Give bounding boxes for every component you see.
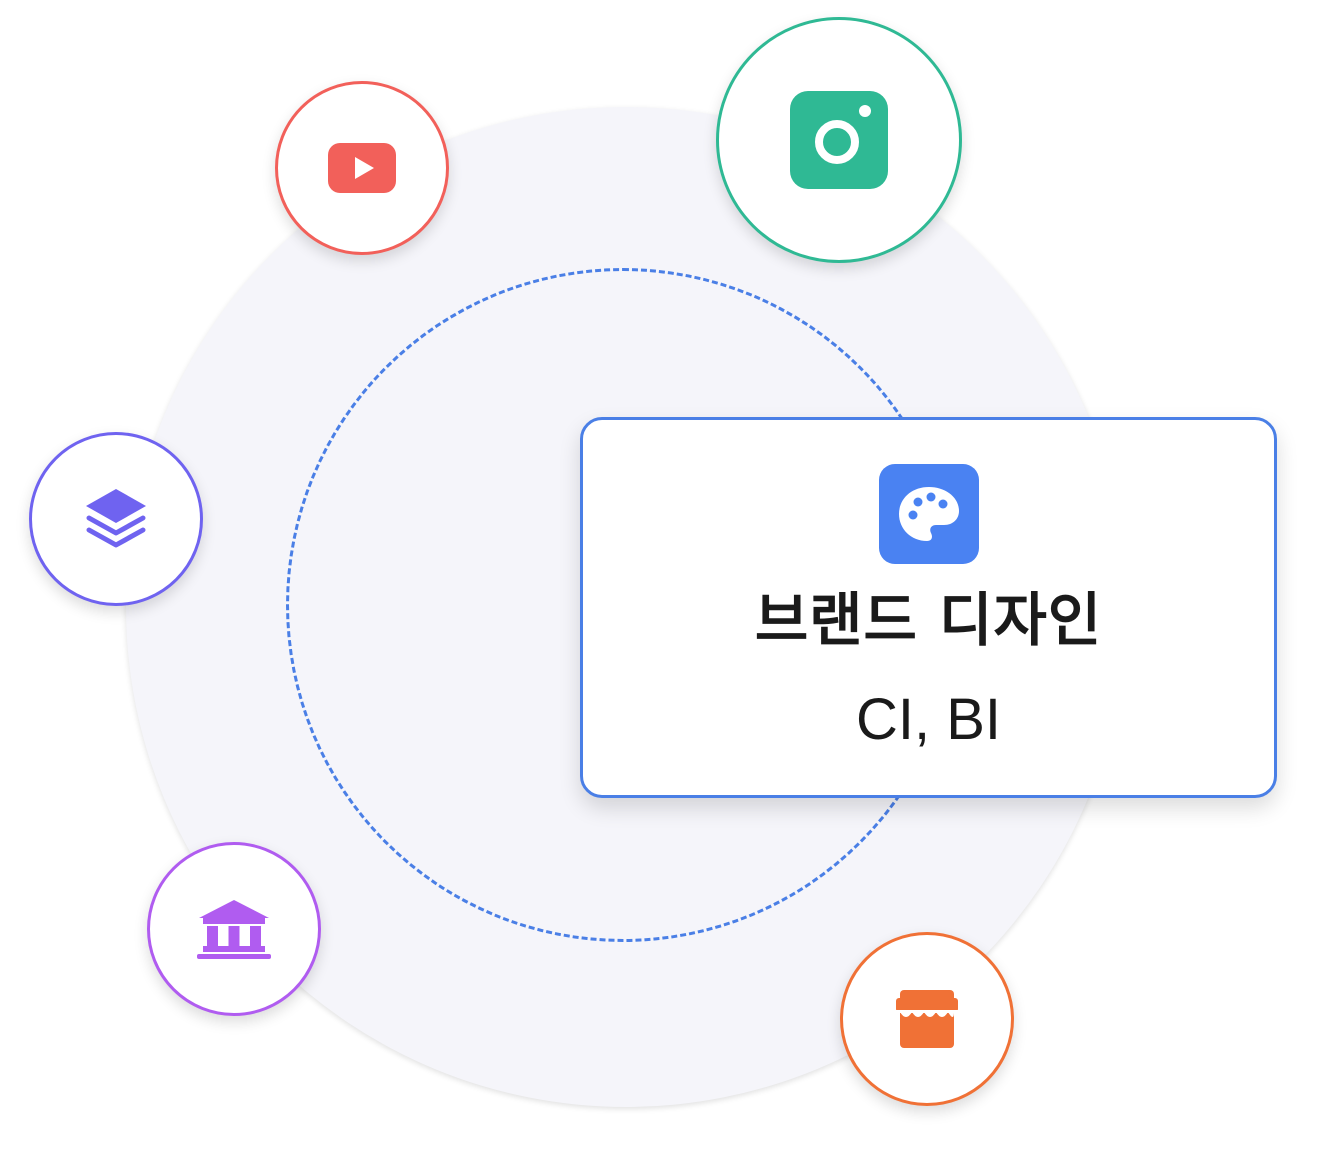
layers-node[interactable] bbox=[29, 432, 203, 606]
store-icon bbox=[896, 990, 958, 1048]
palette-icon-badge bbox=[879, 464, 979, 564]
bank-node[interactable] bbox=[147, 842, 321, 1016]
store-node[interactable] bbox=[840, 932, 1014, 1106]
layers-icon bbox=[86, 489, 146, 548]
instagram-icon bbox=[790, 91, 888, 189]
palette-icon bbox=[899, 487, 959, 541]
youtube-node[interactable] bbox=[275, 81, 449, 255]
bank-icon bbox=[197, 900, 271, 959]
brand-design-card[interactable]: 브랜드 디자인 CI, BI bbox=[580, 417, 1277, 798]
instagram-node[interactable] bbox=[716, 17, 962, 263]
card-subtitle: CI, BI bbox=[855, 687, 1002, 752]
card-title: 브랜드 디자인 bbox=[754, 586, 1103, 654]
youtube-icon bbox=[328, 143, 396, 193]
